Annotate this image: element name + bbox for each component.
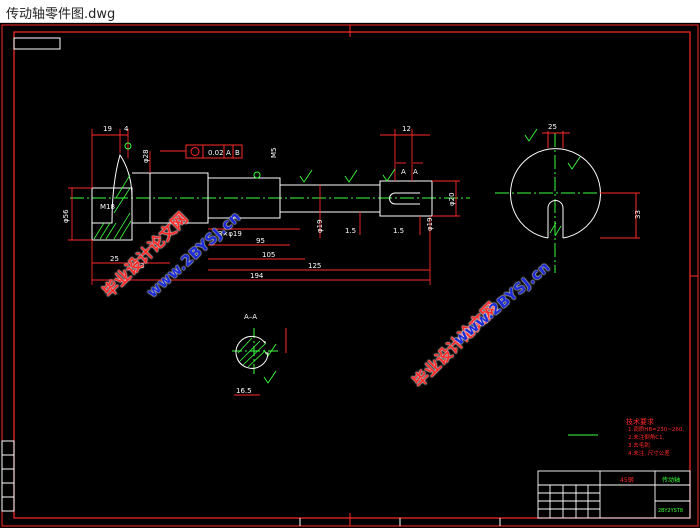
dim-125: 125	[308, 262, 321, 270]
section-label: A–A	[244, 313, 257, 321]
tol-datum-a: A	[226, 149, 231, 157]
dim-t1: 1.5	[345, 227, 356, 235]
material: 45钢	[620, 476, 634, 484]
dim-12: 12	[402, 125, 411, 133]
crank-arm	[91, 153, 133, 241]
dim-key-h: 33	[634, 210, 642, 219]
window-title: 传动轴零件图.dwg	[6, 7, 116, 22]
dim-4: 4	[124, 125, 129, 133]
dim-3x19: 3×φ19	[218, 230, 242, 238]
dim-texts: 19 4 12 φ56 φ28 M18 M5 3×φ19 95 105 125 …	[62, 123, 642, 395]
notes-title: 技术要求	[626, 417, 654, 426]
dim-3: 3	[140, 262, 144, 270]
dim-56: φ56	[62, 209, 70, 223]
note-1: 1.调质HB=230~260.	[628, 425, 684, 433]
small-section-view	[232, 328, 287, 396]
note-3: 3.去毛刺.	[628, 441, 652, 449]
dim-t2: 1.5	[393, 227, 404, 235]
window-titlebar: 传动轴零件图.dwg	[0, 0, 700, 23]
dim-16-5: 16.5	[236, 387, 252, 395]
left-strip	[1, 440, 15, 512]
datum-mark-2	[253, 171, 261, 179]
drawing-svg: 19 4 12 φ56 φ28 M18 M5 3×φ19 95 105 125 …	[1, 24, 699, 527]
thread-m5: M5	[270, 148, 278, 159]
cad-canvas[interactable]: 19 4 12 φ56 φ28 M18 M5 3×φ19 95 105 125 …	[0, 23, 700, 528]
tolerance-frame	[160, 144, 243, 159]
hatch-crank	[93, 174, 132, 240]
roughness-symbols	[263, 128, 581, 384]
note-4: 4.未注, 尺寸公差	[628, 449, 670, 457]
dim-key-width: 25	[548, 123, 557, 131]
section-mark-a2: A	[413, 168, 418, 176]
dim-28: φ28	[142, 149, 150, 163]
dim-194: 194	[250, 272, 264, 280]
tol-value: 0.02	[208, 149, 224, 157]
note-2: 2.未注倒角C1.	[628, 433, 665, 441]
drawing-number: 2BY2YST8	[658, 508, 683, 514]
section-mark-a1: A	[401, 168, 406, 176]
shaft-outline	[91, 172, 433, 241]
dim-20: φ20	[448, 192, 456, 206]
dim-25: 25	[110, 255, 119, 263]
inner-frame	[13, 31, 691, 519]
dim-19b: φ19	[316, 219, 324, 233]
dim-19c: φ19	[426, 217, 434, 231]
tech-notes: 技术要求 1.调质HB=230~260. 2.未注倒角C1. 3.去毛刺. 4.…	[626, 417, 684, 457]
bottom-ticks	[299, 518, 501, 526]
key-section-view	[495, 131, 640, 273]
dim-95: 95	[256, 237, 265, 245]
titleblock-texts: 45钢 传动轴 2BY2YST8	[620, 476, 683, 514]
thread-m18: M18	[100, 203, 115, 211]
title-block	[537, 470, 691, 519]
dim-19: 19	[103, 125, 112, 133]
corner-box	[13, 37, 61, 50]
tol-datum-b: B	[235, 149, 240, 157]
part-name: 传动轴	[662, 476, 680, 484]
dim-lines	[68, 129, 460, 285]
datum-mark	[124, 142, 132, 150]
dim-105: 105	[262, 251, 275, 259]
